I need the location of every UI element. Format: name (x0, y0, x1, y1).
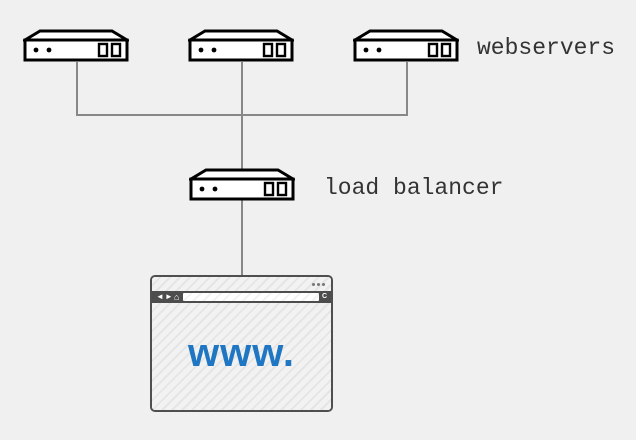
browser-window: ◄ ► ⌂ C www. (150, 275, 333, 412)
forward-icon: ► (164, 292, 173, 301)
window-dots-icon (312, 282, 325, 286)
edge-webserver1-bus (76, 62, 78, 116)
webservers-label: webservers (477, 35, 616, 61)
edge-webserver3-bus (406, 62, 408, 116)
webserver-icon-2 (188, 29, 294, 62)
webserver-icon-1 (23, 29, 129, 62)
back-icon: ◄ (156, 292, 164, 301)
browser-page: www. (152, 303, 331, 410)
refresh-icon: C (321, 293, 327, 300)
address-bar (183, 293, 319, 301)
edge-horizontal-bus (76, 114, 408, 116)
edge-loadbalancer-browser (241, 200, 243, 276)
load-balancer-label: load balancer (324, 175, 504, 201)
page-text: www. (188, 331, 295, 375)
home-icon: ⌂ (173, 292, 180, 302)
browser-titlebar (152, 277, 331, 291)
webserver-icon-3 (353, 29, 459, 62)
browser-toolbar: ◄ ► ⌂ C (152, 291, 331, 303)
load-balancer-icon (189, 168, 295, 201)
